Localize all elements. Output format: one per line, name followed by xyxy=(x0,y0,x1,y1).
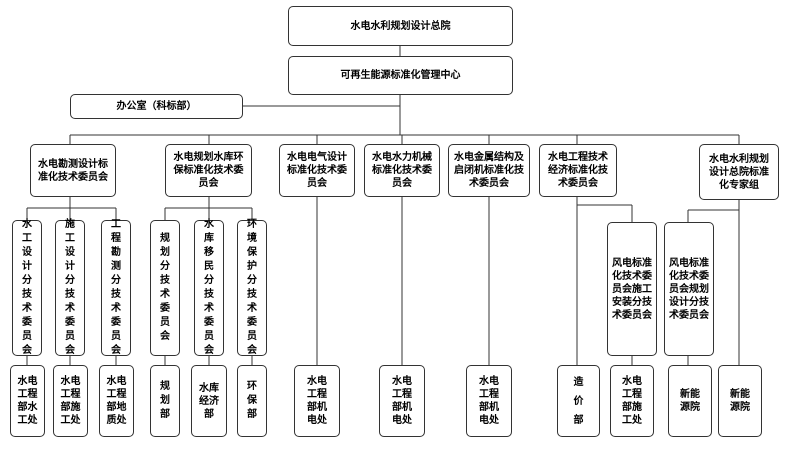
subcommittee-planning: 规划分技术委员会 xyxy=(150,220,180,356)
subcommittee-label: 风电标准化技术委员会规划设计分技术委员会 xyxy=(669,257,709,321)
committee-label: 水电工程技术经济标准化技术委员会 xyxy=(548,152,608,189)
committee-planning-reservoir: 水电规划水库环保标准化技术委员会 xyxy=(165,144,252,197)
dept-mech-elec-2: 水电工程部机电处 xyxy=(379,365,425,437)
committee-label: 水电电气设计标准化技术委员会 xyxy=(287,152,347,189)
dept-label: 水电工程部机电处 xyxy=(392,376,412,426)
node-office-label: 办公室（科标部） xyxy=(116,101,197,112)
dept-label: 环保部 xyxy=(247,381,257,420)
dept-reservoir-economics: 水库经济部 xyxy=(191,365,227,437)
dept-cost: 造价部 xyxy=(557,365,600,437)
subcommittee-wind-construction: 风电标准化技术委员会施工安装分技术委员会 xyxy=(607,222,657,356)
committee-survey-design: 水电勘测设计标准化技术委员会 xyxy=(30,144,116,197)
node-top-label: 水电水利规划设计总院 xyxy=(350,20,451,32)
committee-hydraulic-machinery: 水电水力机械标准化技术委员会 xyxy=(364,144,440,197)
subcommittee-label: 环境保护分技术委员会 xyxy=(247,219,257,356)
subcommittee-reservoir-resettlement: 水库移民分技术委员会 xyxy=(194,219,224,356)
committee-label: 水电规划水库环保标准化技术委员会 xyxy=(173,152,244,189)
dept-environmental: 环保部 xyxy=(237,365,267,437)
committee-electrical: 水电电气设计标准化技术委员会 xyxy=(279,144,355,197)
committee-expert-group: 水电水利规划设计总院标准化专家组 xyxy=(699,144,779,200)
dept-label: 新能源院 xyxy=(730,389,750,413)
committee-label: 水电金属结构及启闭机标准化技术委员会 xyxy=(454,152,524,189)
subcommittee-label: 水工设计分技术委员会 xyxy=(22,219,32,356)
subcommittee-label: 水库移民分技术委员会 xyxy=(204,219,214,356)
subcommittee-construction-design: 施工设计分技术委员会 xyxy=(55,219,85,356)
subcommittee-environmental: 环境保护分技术委员会 xyxy=(237,219,267,356)
dept-label: 造价部 xyxy=(573,376,584,426)
committee-label: 水电水利规划设计总院标准化专家组 xyxy=(709,153,769,191)
dept-label: 水电工程部机电处 xyxy=(479,376,499,426)
node-top-institute: 水电水利规划设计总院 xyxy=(288,6,513,46)
node-management-center: 可再生能源标准化管理中心 xyxy=(288,56,513,95)
dept-label: 水电工程部施工处 xyxy=(60,376,81,426)
dept-mech-elec-3: 水电工程部机电处 xyxy=(466,365,512,437)
dept-label: 水库经济部 xyxy=(199,382,219,420)
committee-label: 水电水力机械标准化技术委员会 xyxy=(372,152,432,189)
dept-geology: 水电工程部地质处 xyxy=(99,365,134,437)
dept-new-energy-2: 新能源院 xyxy=(718,365,762,437)
committee-label: 水电勘测设计标准化技术委员会 xyxy=(38,158,108,183)
committee-metal-structure: 水电金属结构及启闭机标准化技术委员会 xyxy=(448,144,530,197)
dept-label: 新能源院 xyxy=(680,389,700,413)
subcommittee-hydraulic-design: 水工设计分技术委员会 xyxy=(12,219,42,356)
dept-planning: 规划部 xyxy=(150,365,180,437)
node-office: 办公室（科标部） xyxy=(70,94,243,119)
subcommittee-label: 施工设计分技术委员会 xyxy=(65,219,75,356)
subcommittee-label: 规划分技术委员会 xyxy=(160,233,170,342)
dept-construction: 水电工程部施工处 xyxy=(53,365,88,437)
dept-label: 水电工程部机电处 xyxy=(307,376,327,426)
dept-hydraulic: 水电工程部水工处 xyxy=(10,365,45,437)
node-center-label: 可再生能源标准化管理中心 xyxy=(340,70,461,81)
subcommittee-engineering-survey: 工程勘测分技术委员会 xyxy=(101,219,131,356)
dept-construction-wind: 水电工程部施工处 xyxy=(610,365,654,437)
dept-new-energy-1: 新能源院 xyxy=(668,365,712,437)
subcommittee-wind-planning: 风电标准化技术委员会规划设计分技术委员会 xyxy=(664,222,714,356)
subcommittee-label: 工程勘测分技术委员会 xyxy=(111,219,121,356)
dept-label: 水电工程部水工处 xyxy=(17,376,38,426)
dept-label: 规划部 xyxy=(160,381,170,420)
dept-mech-elec-1: 水电工程部机电处 xyxy=(294,365,340,437)
committee-economics: 水电工程技术经济标准化技术委员会 xyxy=(539,144,617,197)
dept-label: 水电工程部施工处 xyxy=(622,376,642,426)
dept-label: 水电工程部地质处 xyxy=(106,376,127,426)
subcommittee-label: 风电标准化技术委员会施工安装分技术委员会 xyxy=(612,257,652,321)
